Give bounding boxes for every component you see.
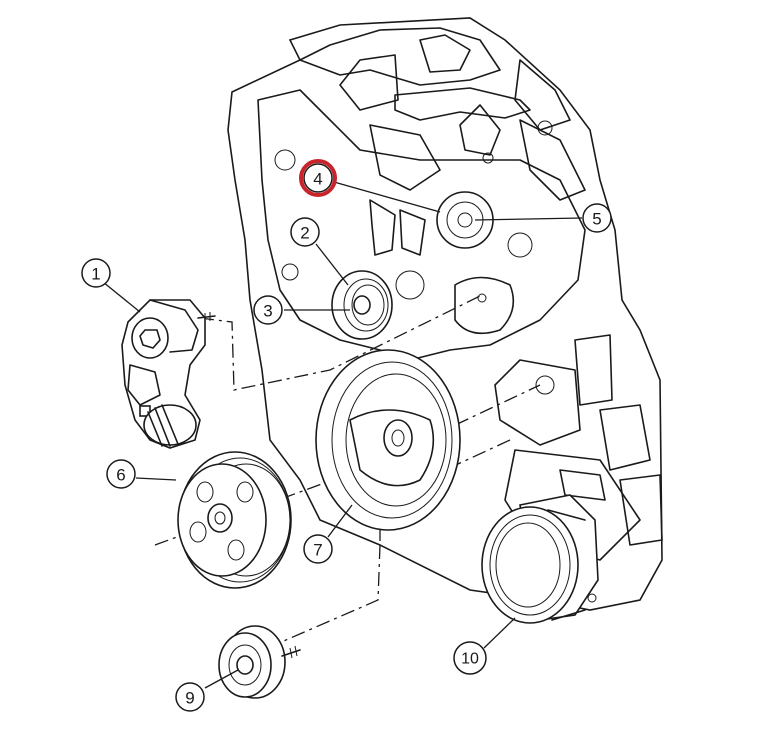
idler-pulley-upper <box>331 270 393 340</box>
callout-4-label: 4 <box>313 170 322 189</box>
callout-1: 1 <box>81 258 111 288</box>
highlight-ring <box>299 159 337 197</box>
callout-3: 3 <box>253 295 283 325</box>
callout-5-label: 5 <box>592 210 601 229</box>
callout-2: 2 <box>290 217 320 247</box>
idler-pulley-lower <box>218 625 301 699</box>
leader-lines <box>102 181 583 689</box>
engine-block <box>227 17 663 611</box>
callout-4: 4 <box>299 159 337 197</box>
accessory-pulley-6 <box>177 451 292 589</box>
callout-7: 7 <box>303 534 333 564</box>
callout-5: 5 <box>582 203 612 233</box>
callout-7-label: 7 <box>313 541 322 560</box>
callout-2-label: 2 <box>300 224 309 243</box>
callout-10: 10 <box>453 641 487 675</box>
callout-1-label: 1 <box>91 265 100 284</box>
callout-6-label: 6 <box>116 466 125 485</box>
callout-9-label: 9 <box>185 689 194 708</box>
callout-6: 6 <box>106 459 136 489</box>
crankshaft-damper <box>315 349 461 531</box>
compressor-pulley <box>481 494 599 624</box>
callout-3-label: 3 <box>263 302 272 321</box>
callout-10-label: 10 <box>461 651 479 668</box>
belt-tensioner <box>121 299 216 449</box>
callout-9: 9 <box>175 682 205 712</box>
